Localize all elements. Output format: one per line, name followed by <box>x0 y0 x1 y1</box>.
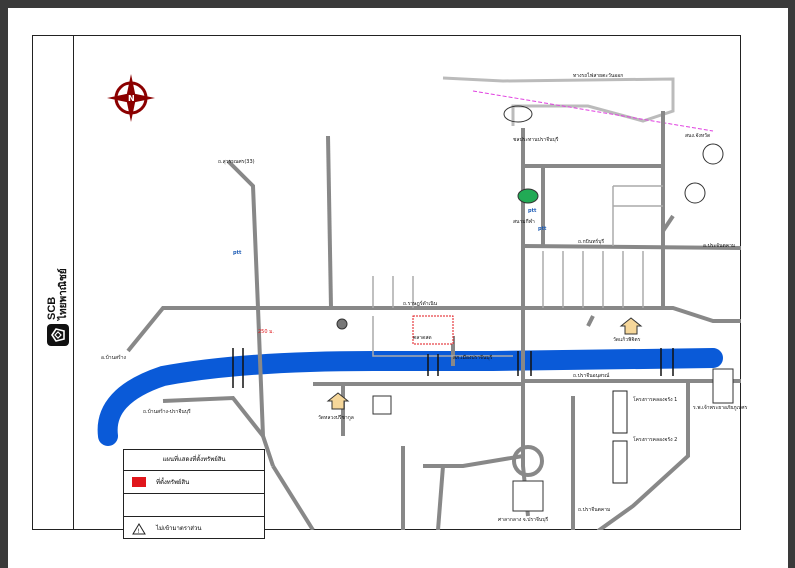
scb-logo-icon <box>47 324 69 346</box>
hospital-icon <box>712 368 734 404</box>
label-ptt-2: ptt <box>528 208 537 214</box>
label-to-si-maha-phot: ถ.ปราจีนตคาม <box>578 507 611 513</box>
label-police: สภ.เมืองปราจีนบุรี <box>453 355 493 361</box>
label-to-prachantakham: อ.ประจันตคาม <box>703 243 736 249</box>
label-road-kabin: ถ.กบินทร์บุรี <box>578 239 605 245</box>
canal-plot-2 <box>612 440 628 484</box>
brand-sidebar: SCB ไทยพาณิชย์ <box>33 36 74 529</box>
property-swatch-icon <box>132 477 146 487</box>
label-temple-center: วัดหลวงปรีชากูล <box>318 415 354 421</box>
label-temple-right: วัดแก้วพิจิตร <box>613 337 641 343</box>
label-hospital: ร.พ.เจ้าพระยาอภัยภูเบศร <box>693 405 748 411</box>
label-canal-1: โครงการคลองจรัง 1 <box>633 397 678 403</box>
label-scale: 250 ม. <box>258 329 275 335</box>
svg-text:!: ! <box>137 528 139 535</box>
city-hall-icon <box>512 480 544 512</box>
label-railway: ทางรถไฟสายตะวันออก <box>573 73 624 79</box>
label-irrigation: ชลประทานปราจีนบุรี <box>513 137 559 143</box>
legend-label-property: ที่ตั้งทรัพย์สิน <box>156 479 190 486</box>
compass-letter: N <box>128 94 135 103</box>
railway-dashed <box>472 90 714 132</box>
label-ptt-1: ptt <box>233 250 242 256</box>
legend-title: แผนที่แสดงที่ตั้งทรัพย์สิน <box>124 450 264 471</box>
brand-text: SCB ไทยพาณิชย์ <box>46 268 69 320</box>
legend-label-not-to-scale: ไม่เข้ามาตราส่วน <box>156 525 202 532</box>
temple-center-icon <box>326 392 350 410</box>
label-city-hall: ศาลากลาง จ.ปราจีนบุรี <box>498 517 549 523</box>
location-map: N ถ.สุวรรณศร(33 <box>73 36 763 539</box>
minor-roads <box>372 185 663 357</box>
water-tank-2-icon <box>684 182 706 204</box>
map-frame: SCB ไทยพาณิชย์ <box>32 35 763 539</box>
label-to-suwannason: ถ.สุวรรณศร(33) <box>218 159 255 165</box>
label-to-ban-kaeng: ถ.บ้านสร้าง-ปราจีนบุรี <box>143 409 191 415</box>
label-provincial-office: สนง.จังหวัด <box>685 133 711 139</box>
label-market: ตลาดสด <box>413 335 432 341</box>
page: SCB ไทยพาณิชย์ <box>8 8 788 568</box>
roundabout <box>512 445 544 477</box>
legend-row-empty <box>124 494 264 517</box>
railway-station-icon <box>503 105 533 123</box>
compass-icon <box>107 74 155 122</box>
label-road-main: ถ.ราษฎร์ดำเนิน <box>403 301 438 307</box>
property-area <box>412 315 454 345</box>
road-network <box>126 111 763 533</box>
brand-name-th: ไทยพาณิชย์ <box>58 268 69 320</box>
label-road-prachin: ถ.ปราจีนอนุสรณ์ <box>573 373 610 379</box>
gov-building-icon <box>372 395 392 415</box>
map-canvas: N <box>97 74 763 533</box>
legend-row-scale: ! ไม่เข้ามาตราส่วน <box>124 517 264 539</box>
canal-plot-1 <box>612 390 628 434</box>
stadium-icon <box>517 188 539 204</box>
bridges <box>232 348 674 388</box>
location-pin-icon <box>336 318 348 330</box>
brand-name-en: SCB <box>46 296 58 320</box>
warning-triangle-icon: ! <box>132 523 146 535</box>
legend-row-property: ที่ตั้งทรัพย์สิน <box>124 471 264 494</box>
river <box>97 348 723 446</box>
label-to-ban-sang: อ.บ้านสร้าง <box>101 355 126 361</box>
railway-line <box>442 76 675 126</box>
map-legend: แผนที่แสดงที่ตั้งทรัพย์สิน ที่ตั้งทรัพย์… <box>123 449 265 539</box>
brand-block: SCB ไทยพาณิชย์ <box>43 256 73 346</box>
label-stadium: สนามกีฬา <box>513 219 535 225</box>
water-tank-icon <box>702 143 724 165</box>
temple-right-icon <box>619 317 643 335</box>
label-canal-2: โครงการคลองจรัง 2 <box>633 437 678 443</box>
label-ptt-3: ptt <box>538 226 547 232</box>
